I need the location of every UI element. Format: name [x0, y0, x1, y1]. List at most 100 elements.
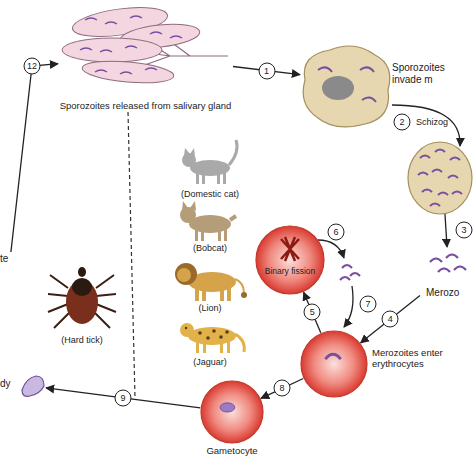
illustration-shape [196, 172, 199, 184]
illustration-shape [196, 341, 199, 353]
illustration-shape [202, 288, 206, 301]
illustration-shape [212, 329, 216, 333]
dashed-line [128, 112, 135, 398]
arrow [445, 214, 447, 247]
illustration-shape [190, 201, 196, 211]
illustration-shape [229, 140, 237, 165]
illustration-shape [201, 229, 204, 241]
illustration-shape [80, 16, 182, 74]
illustration-shape [62, 38, 162, 62]
illustration-shape [220, 403, 235, 412]
callout-number: 7 [360, 296, 377, 313]
domestic-cat [182, 140, 237, 184]
callout-number: 12 [24, 58, 41, 75]
illustration-shape [408, 142, 472, 214]
node-text: Merozoites enter erythrocytes [372, 348, 472, 370]
cell-outline [200, 380, 264, 444]
illustration-shape [220, 341, 223, 353]
illustration-shape [202, 172, 205, 184]
illustration-shape [227, 288, 231, 301]
illustration-shape [182, 201, 188, 211]
schizont [408, 142, 472, 214]
arrow [344, 286, 353, 327]
jaguar [180, 323, 244, 353]
merozoite-node: Merozo [420, 250, 474, 298]
salivary-gland-node: Sporozoites released from salivary gland [58, 0, 233, 112]
illustration-shape [223, 172, 226, 184]
illustration-shape [318, 67, 376, 102]
cycle-arrow [304, 292, 321, 332]
macrophage [303, 46, 390, 127]
node-text: Binary fission [255, 267, 325, 277]
cropped-cell [22, 376, 44, 396]
illustration-shape [177, 268, 191, 282]
species-label: (Hard tick) [61, 335, 103, 345]
hard-tick [48, 267, 116, 328]
node-text: dy [0, 378, 11, 390]
illustration-shape [225, 330, 229, 334]
species-label: (Bobcat) [193, 243, 227, 253]
cell-outline [300, 330, 368, 398]
lion [175, 263, 247, 301]
callout-number: 9 [115, 389, 132, 406]
callout-number: 6 [328, 224, 345, 241]
callout-number: 5 [304, 304, 321, 321]
illustration-shape [224, 229, 227, 241]
illustration-shape [301, 331, 367, 397]
illustration-shape [322, 76, 354, 100]
illustration-shape [203, 341, 206, 353]
arrow [392, 105, 460, 146]
species-label: (Domestic cat) [181, 189, 239, 199]
illustration-shape [185, 327, 187, 329]
illustration-shape [235, 334, 244, 352]
illustration-shape [190, 148, 195, 156]
illustration-shape [175, 263, 197, 285]
illustration-shape [303, 46, 390, 127]
illustration-shape [220, 403, 235, 412]
illustration-shape [195, 288, 199, 301]
illustration-shape [198, 331, 202, 335]
callout-number: 8 [274, 380, 291, 397]
illustration-shape [218, 229, 221, 241]
infected-erythrocyte: Merozoites enter erythrocytes [300, 330, 368, 398]
illustration-shape [281, 237, 299, 261]
illustration-shape [184, 148, 190, 156]
callout-number: 4 [382, 311, 399, 328]
illustration-shape [325, 354, 341, 359]
illustration-shape [227, 341, 230, 353]
gametocyte-cell: Gametocyte [200, 380, 264, 444]
illustration-shape [206, 336, 210, 340]
node-text: Gametocyte [190, 446, 274, 457]
illustration-shape [78, 267, 86, 277]
species-label: (Lion) [198, 303, 221, 313]
illustration-shape [281, 237, 299, 261]
cycle-arrow [11, 64, 58, 252]
node-text: Sporozoites released from salivary gland [58, 101, 233, 112]
species-label: Schizog [416, 117, 448, 127]
illustration-shape [195, 229, 198, 241]
callout-number: 1 [258, 62, 275, 79]
cropped-body-node: dy [0, 372, 46, 398]
illustration-shape [185, 327, 229, 340]
species-label: (Jaguar) [193, 357, 227, 367]
illustration-shape [230, 216, 236, 220]
salivary-gland [62, 2, 228, 86]
illustration-shape [72, 278, 92, 296]
node-text: Merozo [426, 287, 459, 299]
macrophage-node: Sporozoites invade m [300, 40, 474, 130]
illustration-shape [235, 279, 244, 294]
illustration-shape [325, 354, 341, 359]
cycle-arrow [46, 388, 200, 408]
illustration-shape [48, 275, 116, 328]
illustration-shape [201, 381, 263, 443]
merozoites [430, 255, 466, 273]
node-text: te [0, 253, 8, 265]
cycle-arrow [261, 378, 303, 398]
illustration-shape [220, 288, 224, 301]
illustration-shape [241, 292, 247, 298]
illustration-shape [217, 172, 220, 184]
illustration-shape [418, 150, 462, 207]
illustration-shape [180, 323, 194, 337]
binary-fission-cell: Binary fission [255, 225, 325, 295]
